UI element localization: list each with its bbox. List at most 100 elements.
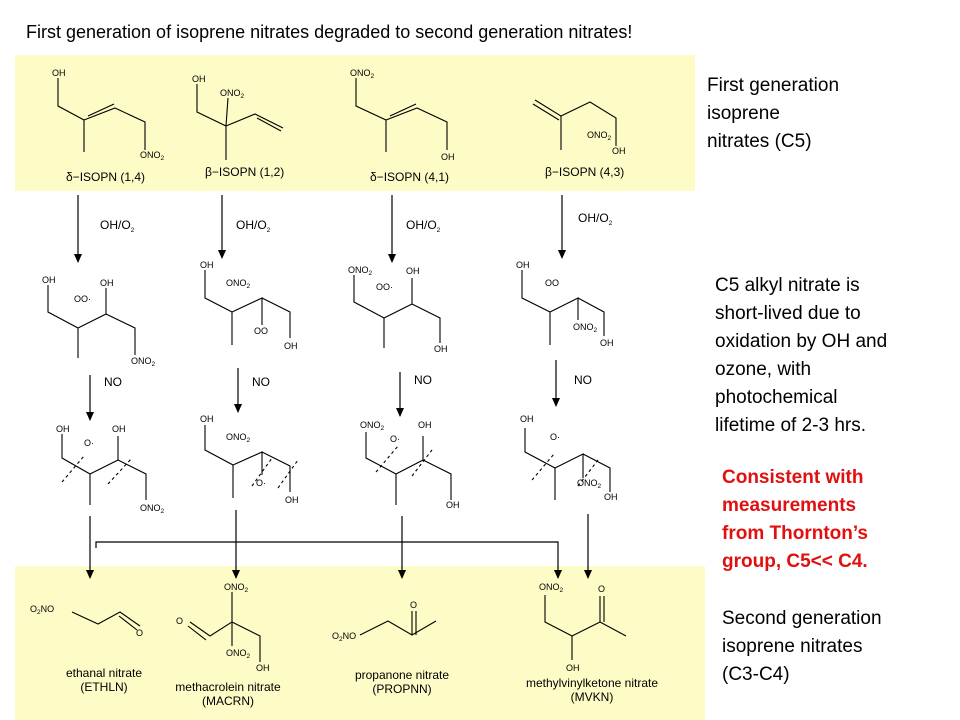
alkoxy-radical: O·	[390, 434, 400, 444]
second-gen-abbr: (PROPNN)	[372, 682, 431, 696]
oh-group: OH	[56, 424, 70, 434]
second-generation-note: Second generation isoprene nitrates (C3-…	[722, 605, 882, 689]
carbonyl-o: O	[598, 584, 605, 594]
ono2-group: ONO2	[573, 322, 598, 334]
carbonyl-o: O	[410, 600, 417, 610]
oh-group: OH	[52, 68, 66, 78]
peroxy-radical: OO·	[74, 294, 91, 304]
second-generation-panel	[15, 566, 705, 720]
carbonyl-o: O	[136, 628, 143, 638]
alkoxy-radical: O·	[550, 432, 560, 442]
note-line: (C3-C4)	[722, 664, 790, 685]
cleavage-marks	[61, 445, 599, 489]
no-label: NO	[414, 373, 432, 387]
first-gen-name: β−ISOPN (4,3)	[545, 165, 624, 179]
oh-group: OH	[446, 500, 460, 510]
ono2-group: ONO2	[226, 278, 251, 290]
ono2-group: ONO2	[348, 265, 373, 277]
note-line: Consistent with	[722, 467, 864, 488]
oh-group: OH	[256, 663, 270, 673]
carbonyl-o: O	[176, 616, 183, 626]
oh-group: OH	[520, 414, 534, 424]
ono2-group: ONO2	[226, 432, 251, 444]
no-label: NO	[252, 375, 270, 389]
second-gen-name: methacrolein nitrate	[175, 680, 281, 694]
note-line: group, C5<< C4.	[722, 551, 868, 572]
ono2-group: ONO2	[224, 582, 249, 594]
consistency-note: Consistent with measurements from Thornt…	[722, 464, 868, 576]
note-line: isoprene	[707, 103, 780, 124]
oh-group: OH	[612, 146, 626, 156]
cross-link-arrow	[95, 541, 562, 579]
alkoxy-radical: O·	[256, 478, 266, 488]
o2no-group: O2NO	[30, 604, 54, 616]
oh-group: OH	[200, 414, 214, 424]
ono2-group: ONO2	[140, 150, 165, 162]
note-line: oxidation by OH and	[715, 331, 888, 352]
note-line: C5 alkyl nitrate is	[715, 275, 860, 296]
note-line: nitrates (C5)	[707, 131, 812, 152]
oh-group: OH	[566, 663, 580, 673]
first-generation-note: First generation isoprene nitrates (C5)	[707, 72, 839, 156]
oh-group: OH	[192, 74, 206, 84]
ono2-group: ONO2	[226, 648, 251, 660]
reagent-labels: OH/O2 OH/O2 OH/O2 OH/O2 NO NO NO NO	[100, 211, 613, 389]
second-gen-abbr: (ETHLN)	[80, 680, 127, 694]
alkoxy-radical: O·	[84, 438, 94, 448]
no-label: NO	[574, 373, 592, 387]
skeletal-bonds	[47, 78, 627, 662]
oh-group: OH	[200, 260, 214, 270]
oh-group: OH	[284, 341, 298, 351]
functional-group-labels: OH ONO2 OH ONO2 ONO2 OH ONO2 OH OH OH OO…	[30, 68, 626, 673]
compound-names: δ−ISOPN (1,4) β−ISOPN (1,2) δ−ISOPN (4,1…	[66, 165, 658, 708]
note-line: measurements	[722, 495, 857, 516]
note-line: lifetime of 2-3 hrs.	[715, 415, 866, 436]
peroxy-radical: OO·	[376, 282, 393, 292]
ono2-group: ONO2	[577, 478, 602, 490]
note-line: Second generation	[722, 608, 882, 629]
o2no-group: O2NO	[332, 631, 356, 643]
note-line: First generation	[707, 75, 840, 96]
note-line: isoprene nitrates	[722, 636, 863, 657]
ono2-group: ONO2	[350, 68, 375, 80]
second-gen-name: ethanal nitrate	[66, 666, 142, 680]
oh-group: OH	[516, 260, 530, 270]
second-gen-abbr: (MACRN)	[202, 694, 254, 708]
first-generation-panel	[15, 55, 695, 191]
no-label: NO	[104, 375, 122, 389]
oh-group: OH	[441, 152, 455, 162]
oh-group: OH	[42, 275, 56, 285]
oh-group: OH	[418, 420, 432, 430]
ono2-group: ONO2	[587, 130, 612, 142]
oh-group: OH	[600, 338, 614, 348]
ono2-group: ONO2	[131, 356, 156, 368]
ono2-group: ONO2	[220, 88, 245, 100]
note-line: ozone, with	[715, 359, 812, 380]
oxidation-label: OH/O2	[236, 218, 271, 234]
oh-group: OH	[604, 492, 618, 502]
c5-lifetime-note: C5 alkyl nitrate is short-lived due to o…	[715, 272, 955, 440]
oxidation-label: OH/O2	[100, 218, 135, 234]
oxidation-label: OH/O2	[578, 211, 613, 227]
oh-group: OH	[434, 344, 448, 354]
oxidation-label: OH/O2	[406, 218, 441, 234]
first-gen-name: β−ISOPN (1,2)	[205, 165, 284, 179]
second-gen-abbr: (MVKN)	[571, 690, 614, 704]
second-gen-name: propanone nitrate	[355, 668, 449, 682]
oh-group: OH	[100, 278, 114, 288]
note-line: short-lived due to	[715, 303, 861, 324]
first-gen-name: δ−ISOPN (1,4)	[66, 170, 145, 184]
oh-group: OH	[285, 495, 299, 505]
slide-title: First generation of isoprene nitrates de…	[26, 22, 633, 42]
ono2-group: ONO2	[539, 582, 564, 594]
oh-group: OH	[406, 266, 420, 276]
peroxy-group: OO	[545, 278, 559, 288]
oh-group: OH	[112, 424, 126, 434]
second-gen-name: methylvinylketone nitrate	[526, 676, 658, 690]
ono2-group: ONO2	[360, 420, 385, 432]
first-gen-name: δ−ISOPN (4,1)	[370, 170, 449, 184]
note-line: from Thornton’s	[722, 523, 868, 544]
ono2-group: ONO2	[140, 503, 165, 515]
note-line: photochemical	[715, 387, 838, 408]
peroxy-group: OO	[254, 326, 268, 336]
